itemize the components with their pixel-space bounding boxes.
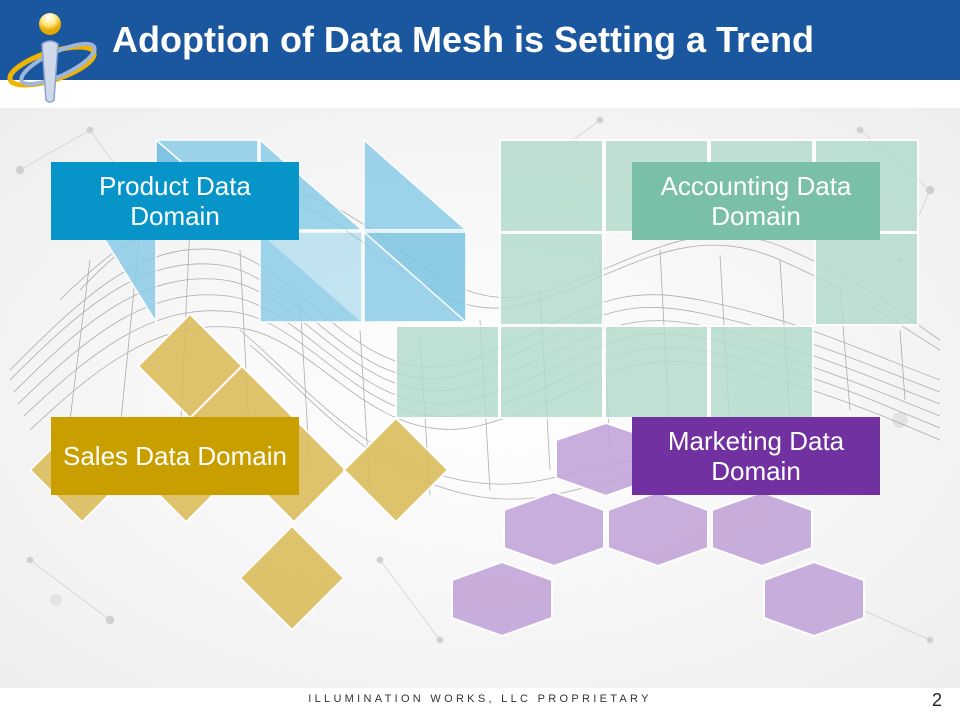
footer-proprietary-notice: ILLUMINATION WORKS, LLC PROPRIETARY: [308, 693, 652, 705]
slide-title: Adoption of Data Mesh is Setting a Trend: [112, 19, 815, 60]
marketing-data-domain-label: Marketing Data Domain: [632, 417, 880, 495]
sales-data-domain-label: Sales Data Domain: [51, 417, 299, 495]
data-mesh-graphic: [0, 108, 960, 688]
product-data-domain-label: Product Data Domain: [51, 162, 299, 240]
accounting-data-domain-label: Accounting Data Domain: [632, 162, 880, 240]
page-number: 2: [931, 690, 942, 710]
illumination-works-logo-icon: [7, 13, 97, 103]
header-bar: [0, 0, 960, 80]
